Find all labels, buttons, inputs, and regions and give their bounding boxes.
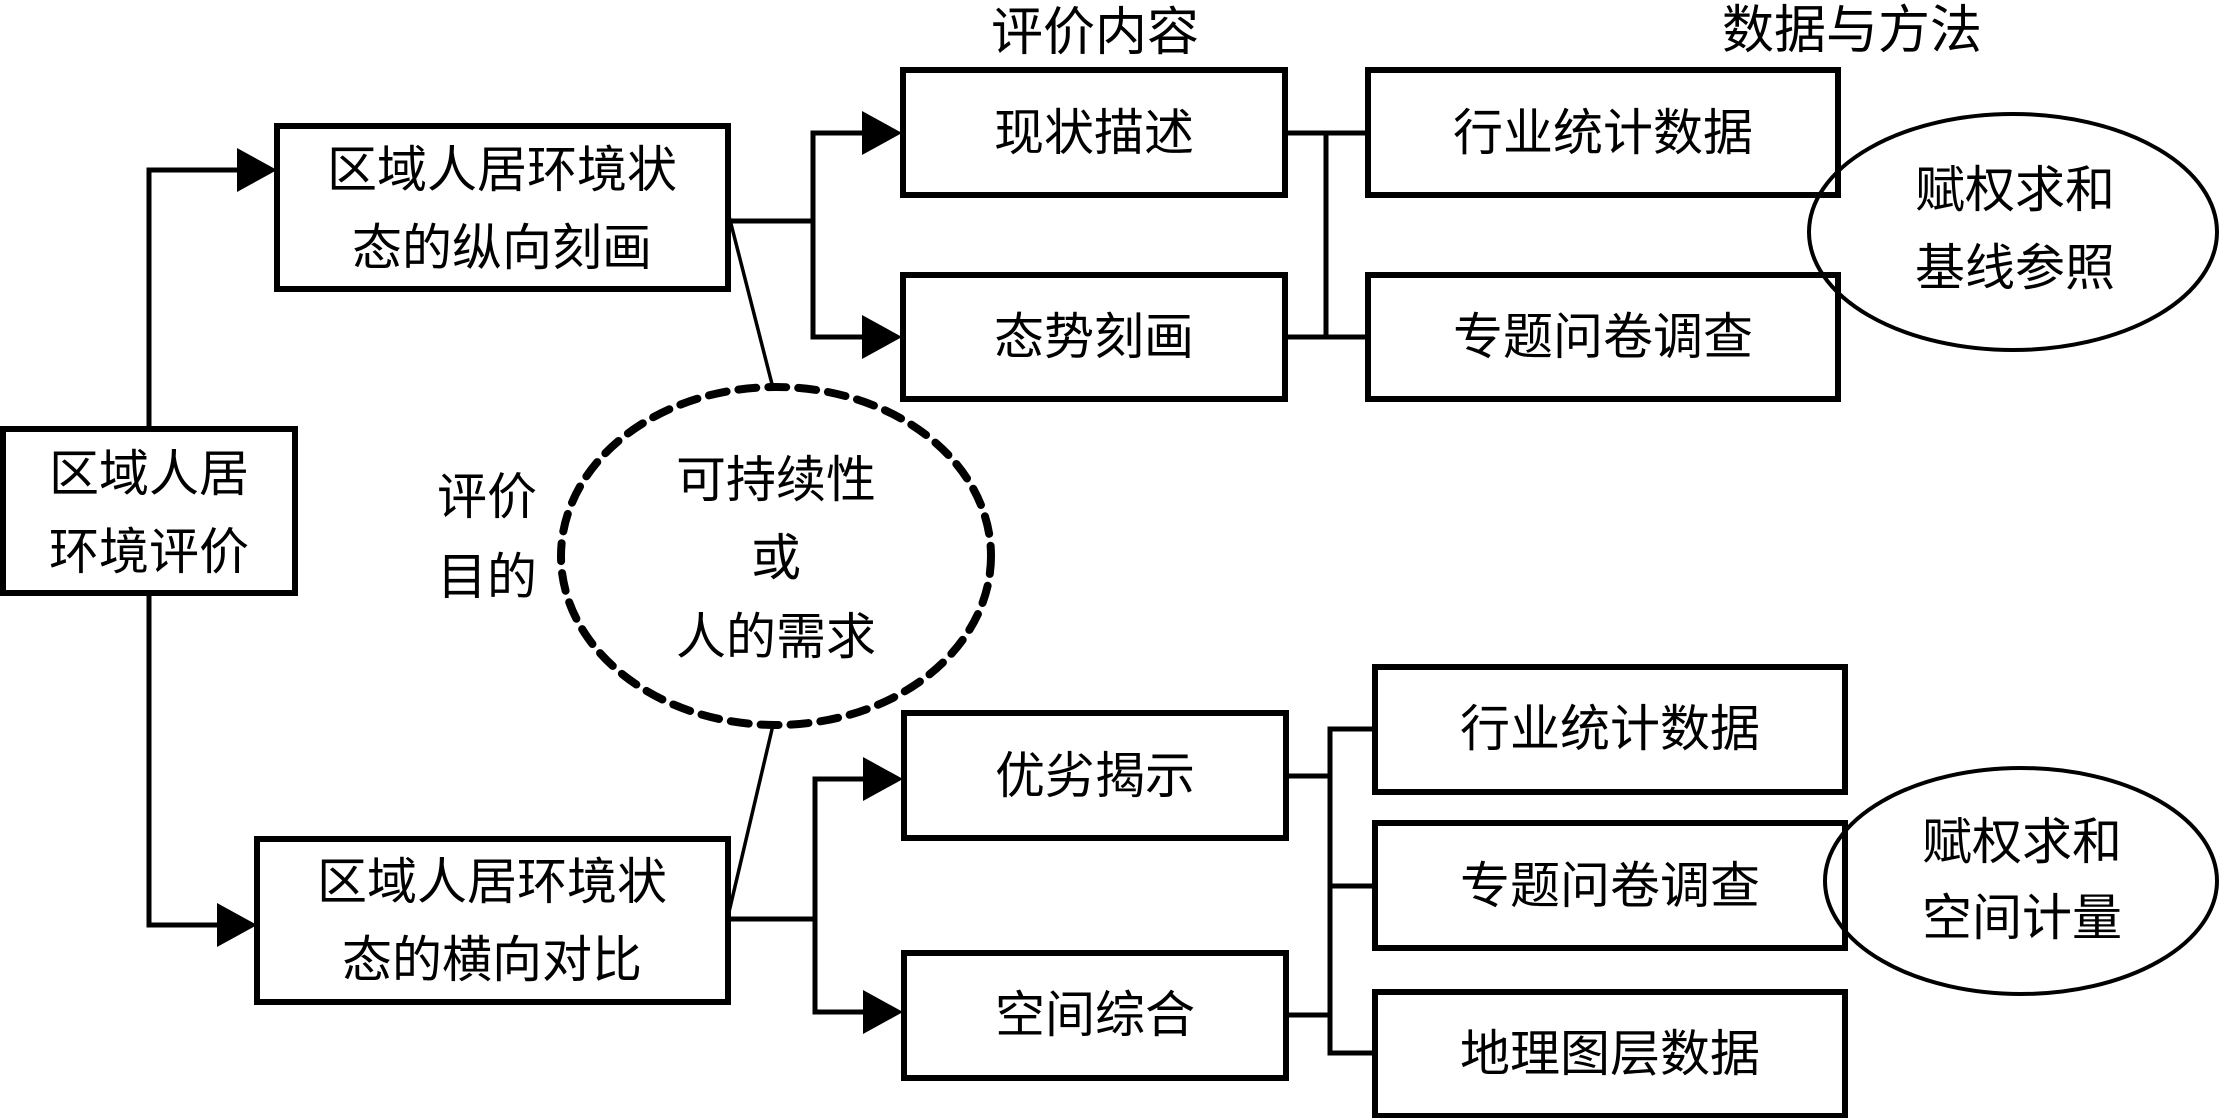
purpose-label-line2: 目的: [437, 548, 537, 606]
data-label-questionnaire-2: 专题问卷调查: [1460, 857, 1760, 915]
horizontal-label-line1: 区域人居环境状: [317, 853, 667, 911]
arrowhead-icon: [237, 148, 277, 192]
arrowhead-icon: [862, 315, 902, 359]
arrowhead-icon: [863, 757, 903, 801]
arrowhead-icon: [862, 111, 902, 155]
arrowhead-icon: [863, 990, 903, 1034]
arrowhead-icon: [217, 903, 257, 947]
content-label-spatial-synthesis: 空间综合: [995, 986, 1195, 1044]
purpose-ellipse-line2: 或: [751, 529, 801, 587]
horizontal-label-line2: 态的横向对比: [342, 931, 642, 989]
data-box-industry-statistics: [1365, 67, 1841, 198]
root-node: 区域人居 环境评价: [0, 426, 298, 596]
purpose-label-line1: 评价: [437, 468, 537, 526]
longitudinal-box: [274, 123, 731, 292]
header-data-and-methods: 数据与方法: [1722, 1, 1982, 61]
content-label-strength-weakness: 优劣揭示: [995, 747, 1195, 805]
branch-longitudinal: 区域人居环境状 态的纵向刻画: [274, 123, 731, 292]
method-bottom-line2: 空间计量: [1922, 889, 2122, 947]
content-box-status-description: [900, 67, 1288, 198]
root-label-line1: 区域人居: [49, 445, 249, 503]
connector-longitudinal-split: [810, 130, 875, 340]
header-evaluation-content: 评价内容: [991, 3, 1199, 63]
data-box-questionnaire: [1365, 272, 1841, 402]
connector-horizontal-split: [812, 776, 877, 1015]
data-label-industry-statistics-2: 行业统计数据: [1460, 700, 1760, 758]
content-box-strength-weakness: [901, 710, 1289, 841]
root-box: [0, 426, 298, 596]
data-label-industry-statistics: 行业统计数据: [1453, 104, 1753, 162]
method-ellipse-bottom: [1823, 766, 2219, 996]
method-bottom-line1: 赋权求和: [1922, 813, 2122, 871]
connector-purpose-top: [727, 215, 775, 389]
longitudinal-label-line2: 态的纵向刻画: [352, 219, 652, 277]
data-label-questionnaire: 专题问卷调查: [1453, 308, 1753, 366]
content-label-trend-portrayal: 态势刻画: [994, 308, 1194, 366]
method-ellipse-top: [1807, 112, 2219, 352]
root-label-line2: 环境评价: [49, 523, 249, 581]
method-top-line2: 基线参照: [1915, 239, 2115, 297]
content-box-spatial-synthesis: [901, 950, 1289, 1081]
data-box-questionnaire-2: [1372, 820, 1848, 951]
data-box-geo-layers: [1372, 989, 1848, 1118]
method-top-line1: 赋权求和: [1915, 161, 2115, 219]
purpose-ellipse-line1: 可持续性: [676, 451, 876, 509]
connector-purpose-bottom: [727, 724, 775, 913]
data-label-geo-layers: 地理图层数据: [1460, 1025, 1760, 1083]
connector: [1327, 726, 1375, 1056]
connector-root-to-longitudinal: [146, 167, 250, 429]
connector-root-to-horizontal: [146, 593, 230, 928]
purpose-dashed-ellipse: [557, 383, 995, 729]
content-label-status-description: 现状描述: [994, 104, 1194, 162]
purpose-ellipse-line3: 人的需求: [676, 608, 876, 666]
longitudinal-label-line1: 区域人居环境状: [327, 141, 677, 199]
branch-horizontal: 区域人居环境状 态的横向对比: [254, 836, 731, 1005]
data-box-industry-statistics-2: [1372, 664, 1848, 795]
